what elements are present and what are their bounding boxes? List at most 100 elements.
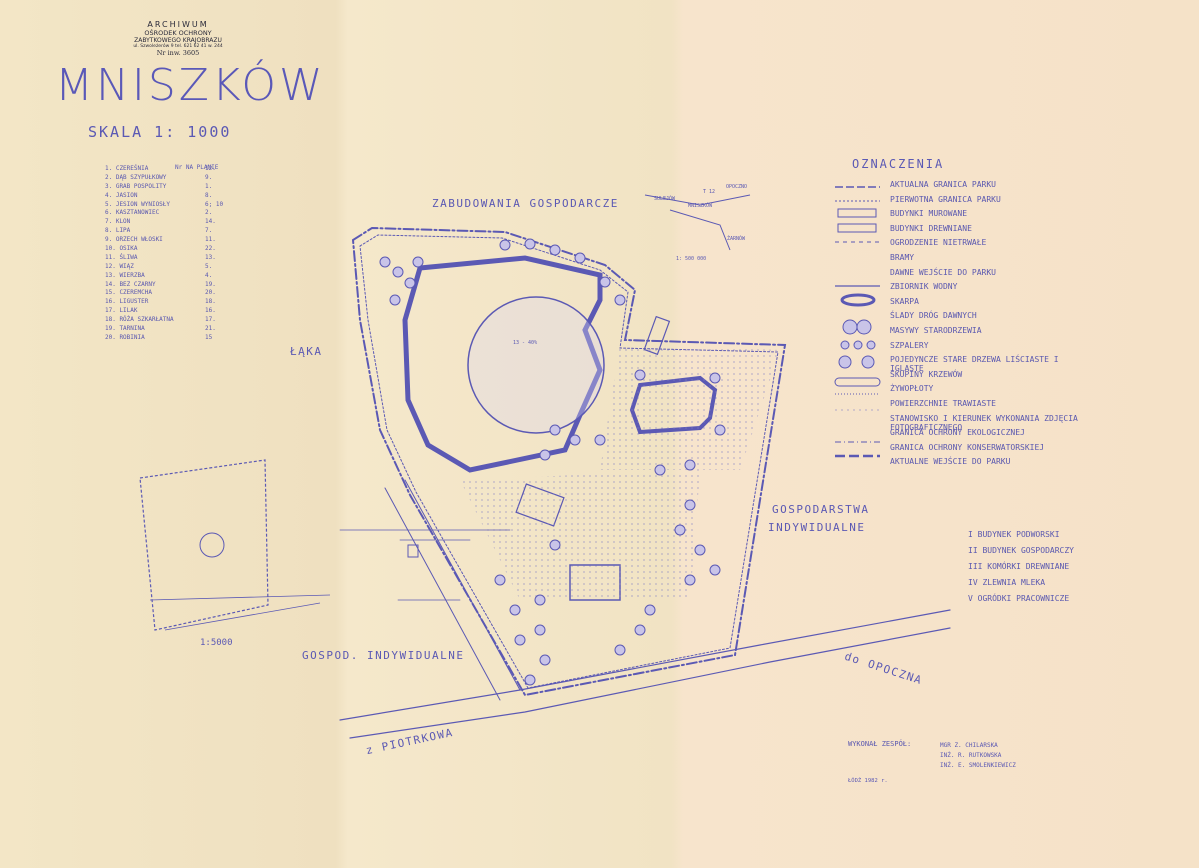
species-plan-number: 11. bbox=[205, 236, 216, 244]
park-boundary bbox=[351, 226, 787, 697]
map-title: MNISZKÓW bbox=[55, 60, 326, 111]
species-plan-number: 7. bbox=[205, 227, 213, 235]
label-farms-right: INDYWIDUALNE bbox=[768, 521, 866, 534]
team-member: MGR Z. CHILARSKA bbox=[940, 742, 998, 749]
stamp-line: ZABYTKOWEGO KRAJOBRAZU bbox=[134, 37, 222, 44]
team-label: WYKONAŁ ZESPÓŁ: bbox=[848, 740, 912, 748]
author-team: WYKONAŁ ZESPÓŁ: bbox=[848, 740, 911, 750]
label-locator-scale: 1: 500 000 bbox=[676, 256, 707, 262]
legend-item: SZPALERY bbox=[890, 340, 929, 350]
species-row: 6. KASZTANOWIEC 2. bbox=[105, 209, 245, 218]
species-plan-number: 9. bbox=[205, 173, 213, 181]
species-name: 18. RÓŻA SZKARŁATNA bbox=[105, 316, 174, 324]
stamp-line: ARCHIWUM bbox=[147, 20, 209, 29]
road-west-edge bbox=[384, 487, 501, 701]
legend-item: BRAMY bbox=[890, 252, 915, 262]
label-inset-scale: 1:5000 bbox=[200, 638, 233, 648]
species-row: 2. DĄB SZYPUŁKOWY 9. bbox=[105, 174, 245, 183]
species-name: 6. KASZTANOWIEC bbox=[105, 209, 160, 217]
label-locator-sulejow: SULEJÓW bbox=[654, 196, 676, 202]
species-plan-number: 1. bbox=[205, 182, 213, 190]
species-row: 3. GRAB POSPOLITY 1. bbox=[105, 183, 245, 192]
team-members: MGR Z. CHILARSKA INŻ. R. RUTKOWSKA INŻ. E.… bbox=[940, 742, 1016, 772]
species-row: 10. OSIKA 22. bbox=[105, 245, 245, 254]
label-farms-right: GOSPODARSTWA bbox=[772, 503, 870, 516]
species-plan-number: 22. bbox=[205, 245, 216, 253]
species-row: 18. RÓŻA SZKARŁATNA 17. bbox=[105, 316, 245, 325]
team-member: INŻ. E. SMOLENKIEWICZ bbox=[940, 762, 1016, 769]
species-plan-number: 4. bbox=[205, 271, 213, 279]
field-lines bbox=[339, 529, 511, 601]
species-plan-number: 18. bbox=[205, 298, 216, 306]
legend-item: PIERWOTNA GRANICA PARKU bbox=[890, 194, 1001, 204]
label-farms-bottom: GOSPOD. INDYWIDUALNE bbox=[302, 649, 465, 662]
legend-item: ZBIORNIK WODNY bbox=[890, 282, 958, 292]
species-name: 10. OSIKA bbox=[105, 245, 138, 253]
building-item: IV ZLEWNIA MLEKA bbox=[968, 578, 1046, 587]
label-island: 13 - 40% bbox=[513, 340, 538, 346]
species-name: 9. ORZECH WŁOSKI bbox=[105, 236, 163, 244]
stamp-line: Nr inw. 3605 bbox=[156, 49, 200, 57]
species-plan-number: 17. bbox=[205, 316, 216, 324]
legend-item: ŚLADY DRÓG DAWNYCH bbox=[890, 311, 977, 321]
species-name: 17. LILAK bbox=[105, 307, 138, 315]
label-meadow: ŁĄKA bbox=[290, 345, 323, 358]
species-plan-number: 6; 10 bbox=[205, 200, 224, 208]
building-item: III KOMÓRKI DREWNIANE bbox=[968, 562, 1070, 571]
stamp-line: ul. Szwoleżerów 9 tel. 621 62 41 w. 244 bbox=[133, 44, 223, 49]
species-plan-number: 8. bbox=[205, 191, 213, 199]
species-name: 5. JESION WYNIOSŁY bbox=[105, 200, 171, 208]
grass-area-2 bbox=[460, 470, 700, 600]
label-north-buildings: ZABUDOWANIA GOSPODARCZE bbox=[432, 197, 619, 210]
species-name: 11. ŚLIWA bbox=[105, 253, 138, 261]
species-plan-number: 16. bbox=[205, 307, 216, 315]
legend-item: MASYWY STARODRZEWIA bbox=[890, 325, 982, 335]
species-name: 15. CZEREMCHA bbox=[105, 289, 152, 297]
legend-symbols bbox=[834, 186, 881, 458]
label-locator-road: T 12 bbox=[703, 189, 716, 195]
legend-item: BUDYNKI DREWNIANE bbox=[890, 223, 972, 233]
species-name: 4. JASION bbox=[105, 191, 138, 199]
species-row: 17. LILAK 16. bbox=[105, 307, 245, 316]
species-header: Nr NA PLANIE bbox=[175, 164, 219, 171]
building-item: V OGRÓDKI PRACOWNICZE bbox=[968, 594, 1070, 603]
species-name: 14. BEZ CZARNY bbox=[105, 280, 156, 288]
locator-map bbox=[644, 194, 751, 251]
road-piotrkow-opoczno bbox=[339, 609, 951, 721]
species-name: 3. GRAB POSPOLITY bbox=[105, 182, 167, 190]
island-massif bbox=[467, 296, 605, 434]
stamp-line: OŚRODEK OCHRONY bbox=[144, 29, 212, 37]
species-plan-number: 13. bbox=[205, 253, 216, 261]
species-plan-number: 2. bbox=[205, 209, 213, 217]
species-row: 5. JESION WYNIOSŁY 6; 10 bbox=[105, 201, 245, 210]
legend-item: SKARPA bbox=[890, 296, 919, 306]
inset-map bbox=[139, 459, 331, 631]
species-name: 12. WIĄZ bbox=[105, 262, 134, 270]
team-member: INŻ. R. RUTKOWSKA bbox=[940, 752, 1002, 759]
species-name: 20. ROBINIA bbox=[105, 333, 145, 341]
species-name: 7. KLON bbox=[105, 218, 131, 226]
map-scale: SKALA 1: 1000 bbox=[88, 123, 232, 141]
label-locator-zarnow: ŻARNÓW bbox=[727, 236, 746, 242]
legend-item: OGRODZENIE NIETRWAŁE bbox=[890, 238, 987, 248]
team-date: ŁÓDŹ 1982 r. bbox=[848, 778, 888, 784]
legend-item: DAWNE WEJŚCIE DO PARKU bbox=[890, 267, 996, 277]
legend-item: GRANICA OCHRONY EKOLOGICZNEJ bbox=[890, 428, 1025, 438]
west-building bbox=[407, 544, 419, 558]
archive-stamp: ARCHIWUM OŚRODEK OCHRONY ZABYTKOWEGO KRA… bbox=[118, 20, 238, 57]
species-plan-number: 14. bbox=[205, 218, 216, 226]
road-piotrkow-opoczno-edge bbox=[349, 627, 951, 739]
label-locator-mniszkow: MNISZKÓW bbox=[688, 203, 713, 209]
species-name: 2. DĄB SZYPUŁKOWY bbox=[105, 173, 167, 181]
legend-item: STANOWISKO I KIERUNEK WYKONANIA ZDJĘCIA … bbox=[890, 413, 1078, 432]
moat-outer bbox=[402, 255, 603, 473]
species-plan-number: 21. bbox=[205, 325, 216, 333]
